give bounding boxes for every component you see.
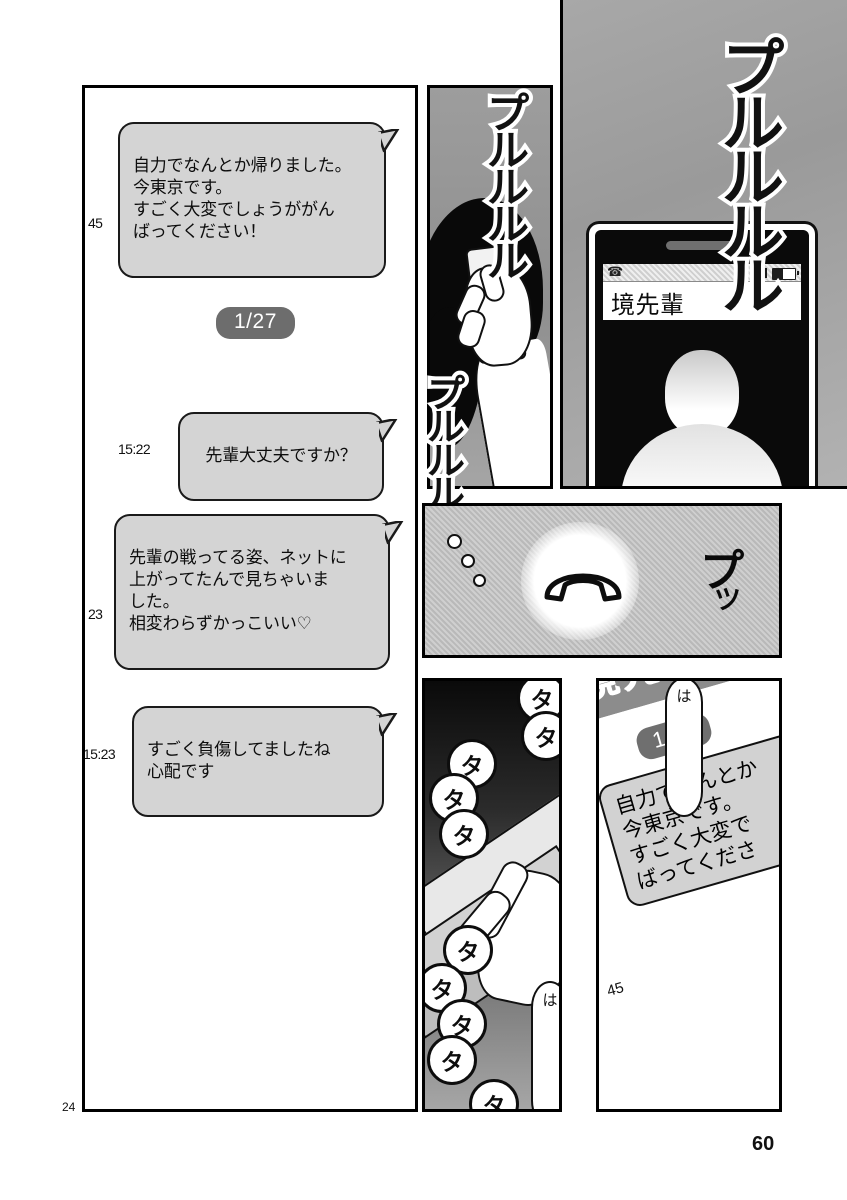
sfx-ta-text: タ (442, 788, 466, 814)
sfx-ta-text: タ (482, 1094, 506, 1112)
sfx-ta-text: タ (440, 1050, 464, 1076)
tilted-chat-screen-panel: 境先輩 1/20 自力でなんとか 今東京です。 すごく大変で ばってくださ 45… (596, 678, 782, 1112)
sfx-ta: タ (521, 711, 559, 761)
hangup-receiver-icon (544, 573, 622, 602)
date-divider-chip: 1/27 (216, 307, 295, 339)
tilted-timestamp: 45 (604, 979, 626, 1000)
caller-avatar-area (603, 320, 801, 486)
chat-bubble-text: 先輩の戦ってる姿、ネットに 上がってたんで見ちゃいま した。 相変わらずかっこい… (129, 548, 347, 635)
mobile-handset: ☎ 境先輩 (586, 221, 818, 486)
chat-bubble-text: すごく負傷してましたね 心配です (147, 740, 331, 783)
handset-body: ☎ 境先輩 (595, 230, 809, 486)
signal-bars-icon (756, 268, 767, 278)
chat-bubble-text: 先輩大丈夫ですか？ (205, 446, 357, 467)
bubble-tail-icon (378, 129, 400, 153)
earpiece-speaker (666, 241, 738, 250)
sfx-ta-text: タ (456, 940, 480, 966)
sfx-ta-text: タ (450, 1014, 474, 1040)
left-page-number: 24 (62, 1100, 76, 1114)
bubble-tail-icon (376, 713, 398, 737)
incoming-call-phone-panel: ☎ 境先輩 (560, 0, 847, 489)
sfx-putsu-small-text: ツ (714, 585, 741, 617)
speech-bubble-ha-text: は (676, 687, 692, 705)
chat-timestamp: 15:23 (83, 746, 116, 762)
chat-bubble: 自力でなんとか帰りました。 今東京です。 すごく大変でしょうががん ばってくださ… (118, 122, 400, 278)
chat-bubble-text: 自力でなんとか帰りました。 今東京です。 すごく大変でしょうががん ばってくださ… (133, 156, 352, 243)
bubble-tail-icon (376, 419, 398, 443)
avatar-silhouette-body (621, 424, 783, 486)
chat-bubble: 先輩大丈夫ですか？ (178, 412, 398, 502)
call-ended-panel: プ ツ (422, 503, 782, 658)
sfx-ta-text: タ (430, 978, 454, 1004)
chat-log-panel: 自力でなんとか帰りました。 今東京です。 すごく大変でしょうががん ばってくださ… (82, 85, 418, 1112)
sfx-ta-text: タ (460, 754, 484, 780)
speech-bubble-ha: は (665, 681, 703, 817)
chat-bubble: すごく負傷してましたね 心配です (132, 706, 398, 818)
sfx-ta-text: タ (530, 688, 554, 714)
sfx-ta: タ (427, 1035, 477, 1085)
sfx-ta-text: タ (452, 824, 476, 850)
phone-status-bar: ☎ (603, 264, 801, 282)
girl-holding-phone-panel (427, 85, 553, 489)
chat-bubble: 先輩の戦ってる姿、ネットに 上がってたんで見ちゃいま した。 相変わらずかっこい… (114, 514, 404, 670)
bubble-tail-icon (382, 521, 404, 545)
typing-keyboard-panel: タ タ タ タ タ タ タ タ タ タ は (422, 678, 562, 1112)
sfx-ta: タ (443, 925, 493, 975)
avatar-silhouette-head (665, 350, 739, 436)
phone-screen: ☎ 境先輩 (603, 264, 801, 486)
chat-timestamp: 45 (88, 215, 103, 231)
sfx-ta: タ (447, 739, 497, 789)
sfx-ring-phone-text: プ ル ル ル ル (722, 32, 784, 324)
sfx-ta: タ (439, 809, 489, 859)
battery-icon (772, 268, 799, 280)
chat-timestamp: 15:22 (118, 441, 151, 457)
call-icon: ☎ (607, 265, 624, 280)
sfx-ta-text: タ (534, 726, 558, 752)
sfx-ta: タ (469, 1079, 519, 1112)
sfx-ring-upper-text: プ ル ル ル ル (487, 89, 529, 286)
sfx-putsu: プ ツ (700, 550, 744, 617)
speech-bubble-ha-text: は (542, 991, 558, 1009)
speech-bubble-ha: は (531, 981, 559, 1109)
right-page-number: 60 (752, 1133, 775, 1155)
sfx-putsu-text: プ (700, 546, 744, 597)
chat-timestamp: 23 (88, 606, 103, 622)
